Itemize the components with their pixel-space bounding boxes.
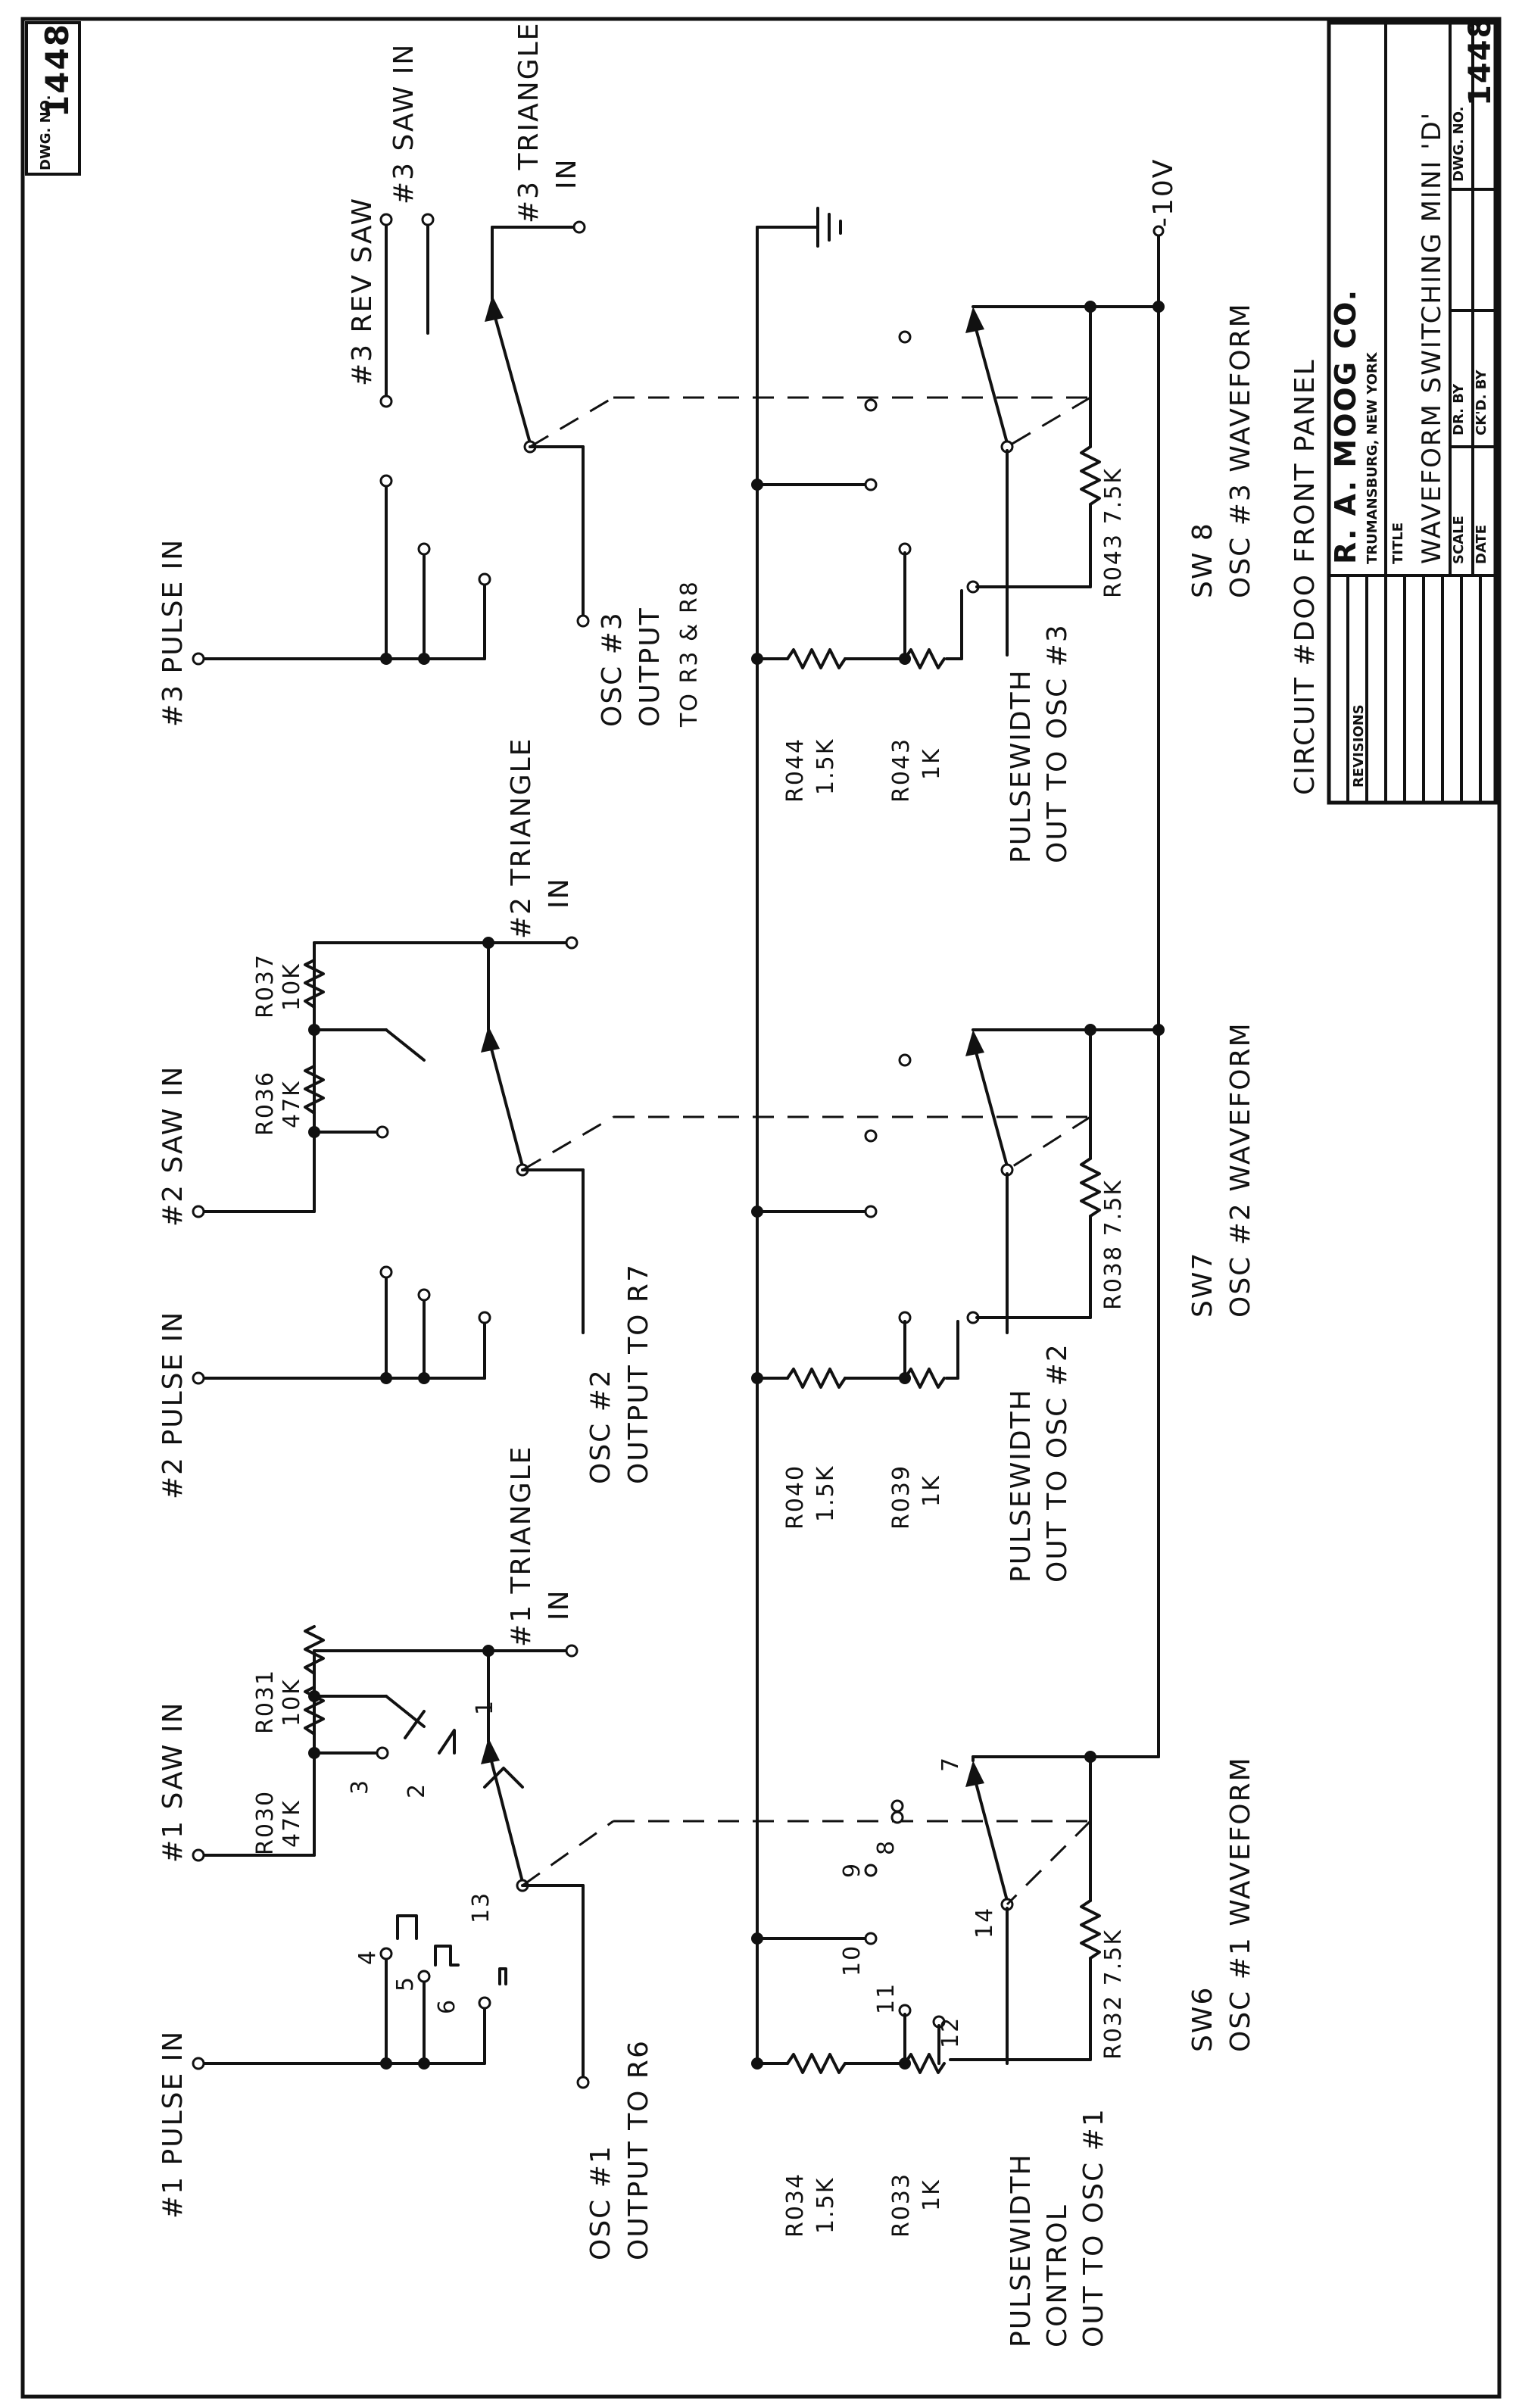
osc3-pw-label-1: PULSEWIDTH: [1006, 669, 1037, 863]
dwg-number-label: DWG. NO.: [38, 95, 54, 170]
osc3-output2-label: OUTPUT: [635, 607, 666, 727]
r036-value: 47K: [279, 1080, 305, 1128]
osc3-rev-saw-label: #3 REV SAW: [347, 197, 378, 386]
pin-14: 14: [972, 1907, 998, 1939]
osc2-triangle-label: #2 TRIANGLE: [506, 738, 537, 939]
title-dwg-no-label: DWG. NO.: [1451, 107, 1467, 182]
sw8-label: SW 8: [1187, 522, 1218, 598]
revisions-label: REVISIONS: [1351, 704, 1367, 788]
pin-11: 11: [873, 1982, 900, 2014]
r037-value: 10K: [279, 962, 305, 1011]
title-block: CIRCUIT #DOO FRONT PANEL REVISIONS R. A.…: [1290, 16, 1498, 805]
osc2-output-to-label: OUTPUT TO R7: [623, 1263, 654, 1484]
osc2-triangle-in-label: IN: [544, 877, 575, 909]
pin-9: 9: [839, 1862, 865, 1878]
pin-3: 3: [347, 1779, 373, 1795]
section-osc1: [192, 1625, 1160, 2089]
drawing-title: WAVEFORM SWITCHING MINI 'D': [1417, 111, 1447, 564]
osc3-triangle-in-label: IN: [551, 158, 582, 189]
neg-10v-label: -10V: [1148, 158, 1179, 227]
title-dwg-no: 1448: [1463, 16, 1498, 106]
osc1-output-label: OSC #1: [585, 2144, 616, 2260]
osc3-output3-label: TO R3 & R8: [676, 580, 703, 728]
r031-value: 10K: [279, 1678, 305, 1726]
pin-12: 12: [937, 2017, 964, 2048]
r036-label: R036: [252, 1071, 279, 1136]
osc1-saw-in-label: #1 SAW IN: [158, 1702, 189, 1863]
osc2-pulse-in-label: #2 PULSE IN: [158, 1311, 189, 1499]
dr-by-label: DR. BY: [1451, 383, 1467, 435]
dwg-number: 1448: [39, 23, 76, 117]
osc2-waveform-label: OSC #2 WAVEFORM: [1225, 1022, 1256, 1318]
r039-label: R039: [888, 1464, 915, 1530]
osc1-triangle-label: #1 TRIANGLE: [506, 1446, 537, 1647]
sw7-label: SW7: [1187, 1252, 1218, 1318]
ckd-by-label: CK'D. BY: [1474, 370, 1489, 435]
r040-value: 1.5K: [812, 1465, 839, 1522]
osc3-pw-label-2: OUT TO OSC #3: [1042, 623, 1073, 863]
r030-label: R030: [252, 1790, 279, 1855]
dwg-number-box: DWG. NO. 1448: [25, 21, 81, 176]
section-osc2: [192, 936, 1165, 1389]
r044-value: 1.5K: [812, 738, 839, 795]
osc3-pulse-in-label: #3 PULSE IN: [158, 538, 189, 727]
pin-1: 1: [472, 1699, 498, 1715]
r031-label: R031: [252, 1669, 279, 1734]
r034-label: R034: [782, 2173, 809, 2238]
pin-13: 13: [468, 1892, 494, 1923]
sheet-border: [20, 17, 1502, 2399]
r039-value: 1K: [919, 1474, 945, 1507]
osc1-pw-label-2: CONTROL: [1042, 2204, 1073, 2347]
pin-5: 5: [392, 1976, 419, 1992]
company-name: R. A. MOOG CO.: [1329, 289, 1362, 564]
ground-bus: [756, 207, 842, 2065]
pin-4: 4: [354, 1949, 381, 1965]
section-osc3: [192, 213, 1165, 669]
r030-value: 47K: [279, 1799, 305, 1848]
pin-10: 10: [839, 1945, 865, 1976]
r033-label: R033: [888, 2173, 915, 2238]
r043b-label: R043 7.5K: [1100, 467, 1127, 598]
r043a-value: 1K: [919, 747, 945, 780]
scale-label: SCALE: [1451, 516, 1467, 564]
pin-8: 8: [873, 1839, 900, 1855]
pin-6: 6: [434, 1998, 460, 2014]
osc2-saw-in-label: #2 SAW IN: [158, 1065, 189, 1227]
r044-label: R044: [782, 738, 809, 803]
circuit-line: CIRCUIT #DOO FRONT PANEL: [1290, 358, 1321, 795]
date-label: DATE: [1474, 525, 1489, 564]
osc2-pw-label-2: OUT TO OSC #2: [1042, 1343, 1073, 1583]
osc3-saw-in-label: #3 SAW IN: [388, 43, 419, 204]
r043a-label: R043: [888, 738, 915, 803]
osc1-pulse-in-label: #1 PULSE IN: [158, 2030, 189, 2219]
title-label: TITLE: [1390, 522, 1406, 564]
osc3-triangle-label: #3 TRIANGLE: [513, 22, 544, 223]
company-location: TRUMANSBURG, NEW YORK: [1364, 351, 1380, 564]
osc1-waveform-label: OSC #1 WAVEFORM: [1225, 1756, 1256, 2052]
pin-2: 2: [404, 1783, 430, 1798]
r038-label: R038 7.5K: [1100, 1179, 1127, 1310]
sw6-label: SW6: [1187, 1986, 1218, 2052]
r033-value: 1K: [919, 2179, 945, 2211]
osc1-pw-label-3: OUT TO OSC #1: [1078, 2107, 1109, 2347]
osc1-triangle-in-label: IN: [544, 1589, 575, 1620]
r034-value: 1.5K: [812, 2177, 839, 2234]
r037-label: R037: [252, 953, 279, 1018]
osc1-pw-label-1: PULSEWIDTH: [1006, 2153, 1037, 2347]
pin-7: 7: [937, 1756, 964, 1772]
osc1-pin-numbers: 1 2 3 4 5 6 7 8 9 10 11 12 13 14: [347, 1699, 998, 2048]
osc3-output-label: OSC #3: [597, 611, 628, 727]
osc1-output-to-label: OUTPUT TO R6: [623, 2039, 654, 2260]
osc3-waveform-label: OSC #3 WAVEFORM: [1225, 302, 1256, 598]
osc2-pw-label-1: PULSEWIDTH: [1006, 1388, 1037, 1583]
neg10v-bus: [1152, 225, 1165, 1758]
osc2-output-label: OSC #2: [585, 1368, 616, 1484]
r040-label: R040: [782, 1464, 809, 1530]
r032-label: R032 7.5K: [1100, 1929, 1127, 2060]
